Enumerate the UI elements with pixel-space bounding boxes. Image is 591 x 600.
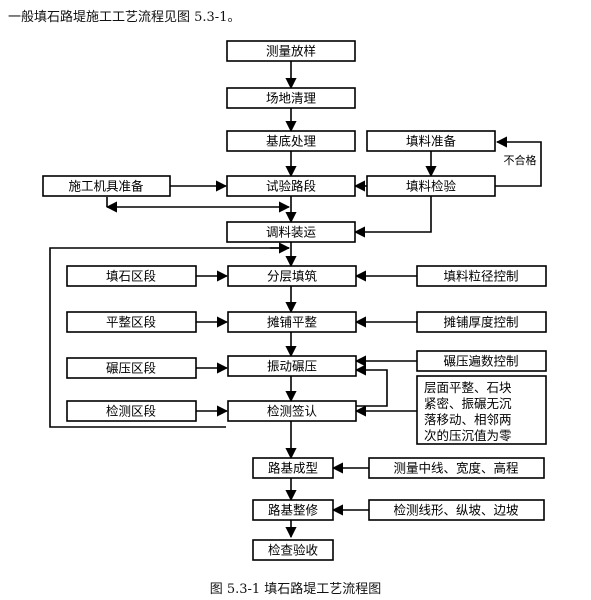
- node-fill-area: 填石区段: [66, 265, 197, 287]
- node-base: 基底处理: [226, 130, 356, 152]
- node-machine-prep: 施工机具准备: [42, 175, 171, 197]
- node-trial-section: 试验路段: [226, 175, 356, 197]
- svg-text:施工机具准备: 施工机具准备: [68, 179, 144, 194]
- svg-text:测量中线、宽度、高程: 测量中线、宽度、高程: [393, 461, 519, 476]
- criteria-line: 层面平整、石块: [424, 380, 512, 395]
- svg-text:路基成型: 路基成型: [268, 461, 318, 476]
- svg-text:碾压区段: 碾压区段: [106, 361, 156, 376]
- not-qualified-label: 不合格: [504, 153, 537, 167]
- svg-text:检测区段: 检测区段: [106, 404, 156, 419]
- intro-text: 一般填石路堤施工工艺流程见图 5.3-1。: [8, 10, 241, 25]
- criteria-line: 紧密、振碾无沉: [424, 396, 512, 411]
- figure-caption: 图 5.3-1 填石路堤工艺流程图: [209, 582, 382, 597]
- node-site-clear: 场地清理: [226, 87, 356, 109]
- node-roll-area: 碾压区段: [66, 357, 197, 379]
- svg-text:基底处理: 基底处理: [266, 134, 317, 149]
- node-spread-level: 摊铺平整: [227, 311, 357, 333]
- node-roadbed-form: 路基成型: [252, 457, 334, 479]
- node-passes-control: 碾压遍数控制: [416, 350, 547, 372]
- svg-text:路基整修: 路基整修: [268, 503, 319, 518]
- node-level-area: 平整区段: [66, 311, 197, 333]
- node-mix-transport: 调料装运: [226, 221, 356, 243]
- svg-text:填料准备: 填料准备: [406, 134, 457, 149]
- svg-text:填石区段: 填石区段: [106, 269, 156, 284]
- node-grain-control: 填料粒径控制: [416, 265, 547, 287]
- svg-text:检查验收: 检查验收: [268, 543, 319, 558]
- svg-text:摊铺厚度控制: 摊铺厚度控制: [443, 315, 518, 330]
- node-thickness-control: 摊铺厚度控制: [416, 311, 547, 333]
- svg-text:试验路段: 试验路段: [266, 179, 316, 194]
- svg-text:振动碾压: 振动碾压: [267, 359, 317, 374]
- svg-text:平整区段: 平整区段: [106, 315, 156, 330]
- svg-text:填料检验: 填料检验: [406, 179, 457, 194]
- node-final-check: 检查验收: [252, 539, 334, 561]
- node-test-area: 检测区段: [66, 400, 197, 422]
- node-survey: 测量放样: [226, 40, 356, 62]
- connectors: [49, 61, 542, 539]
- svg-text:检测线形、纵坡、边坡: 检测线形、纵坡、边坡: [393, 503, 519, 518]
- node-check-lines: 检测线形、纵坡、边坡: [368, 499, 545, 521]
- node-fill-prep: 填料准备: [366, 130, 496, 152]
- criteria-line: 次的压沉值为零: [424, 428, 512, 443]
- svg-text:测量放样: 测量放样: [266, 44, 316, 59]
- node-vibro-roll: 振动碾压: [227, 355, 357, 377]
- node-criteria: 层面平整、石块 紧密、振碾无沉 落移动、相邻两 次的压沉值为零: [416, 375, 547, 445]
- svg-text:检测签认: 检测签认: [267, 404, 318, 419]
- node-roadbed-trim: 路基整修: [252, 499, 334, 521]
- svg-text:分层填筑: 分层填筑: [267, 269, 318, 284]
- svg-text:调料装运: 调料装运: [266, 225, 317, 240]
- svg-text:场地清理: 场地清理: [266, 91, 317, 106]
- node-measure-center: 测量中线、宽度、高程: [368, 457, 545, 479]
- svg-text:摊铺平整: 摊铺平整: [267, 315, 318, 330]
- svg-text:碾压遍数控制: 碾压遍数控制: [443, 354, 518, 369]
- node-layer-fill: 分层填筑: [227, 265, 357, 287]
- svg-text:填料粒径控制: 填料粒径控制: [443, 269, 518, 284]
- node-inspect-sign: 检测签认: [227, 400, 357, 422]
- criteria-line: 落移动、相邻两: [424, 412, 512, 427]
- node-fill-check: 填料检验: [366, 175, 496, 197]
